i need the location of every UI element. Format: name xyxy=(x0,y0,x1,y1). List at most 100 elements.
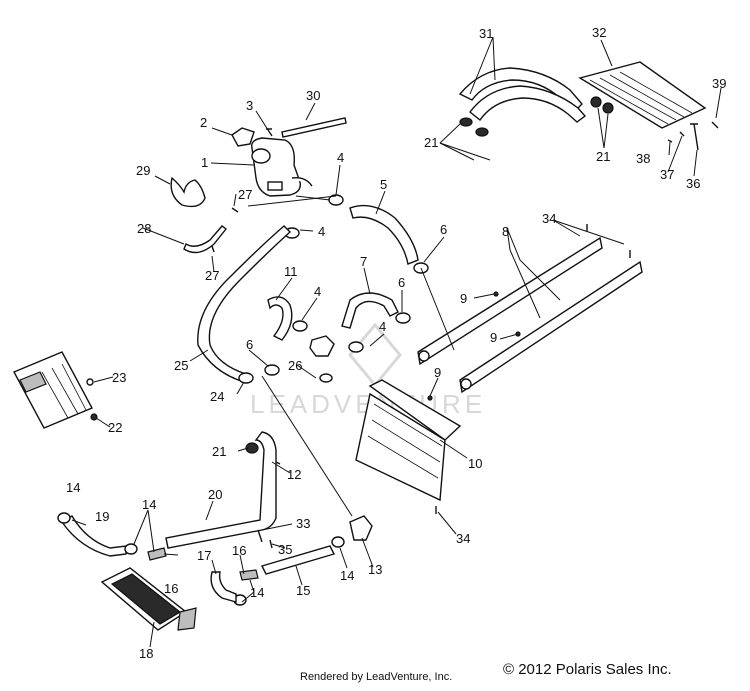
reservoir-bracket xyxy=(231,127,255,147)
callout-21: 21 xyxy=(212,444,226,459)
callout-13: 13 xyxy=(368,562,382,577)
callout-20: 20 xyxy=(208,487,222,502)
callout-14: 14 xyxy=(250,585,264,600)
nut xyxy=(667,139,673,143)
coolant-hose xyxy=(210,571,237,603)
fastener xyxy=(90,413,98,421)
callout-24: 24 xyxy=(210,389,224,404)
clip xyxy=(269,539,273,549)
hose-clamp xyxy=(57,512,71,524)
callout-28: 28 xyxy=(137,221,151,236)
callout-36: 36 xyxy=(686,176,700,191)
hose-clamp xyxy=(292,320,308,332)
callout-9: 9 xyxy=(460,291,467,306)
bolt xyxy=(690,123,699,151)
callout-14: 14 xyxy=(340,568,354,583)
screw xyxy=(266,128,273,137)
hose-clamp xyxy=(475,127,489,137)
callout-6: 6 xyxy=(246,337,253,352)
callout-29: 29 xyxy=(136,163,150,178)
fastener xyxy=(493,291,499,297)
callout-12: 12 xyxy=(287,467,301,482)
coolant-pipe xyxy=(165,431,277,549)
mount-hole xyxy=(460,378,472,390)
callout-16: 16 xyxy=(232,543,246,558)
upper-radiator-hose xyxy=(349,204,419,265)
callout-15: 15 xyxy=(296,583,310,598)
hose-clamp xyxy=(602,102,614,114)
callout-35: 35 xyxy=(278,542,292,557)
render-credit: Rendered by LeadVenture, Inc. xyxy=(300,671,453,683)
callout-17: 17 xyxy=(197,548,211,563)
fastener xyxy=(86,378,94,386)
callout-32: 32 xyxy=(592,25,606,40)
hose-clamp xyxy=(238,372,254,384)
coolant-hose xyxy=(341,292,399,329)
hose-clamp xyxy=(331,536,345,548)
support-rod xyxy=(281,117,347,138)
callout-21: 21 xyxy=(596,149,610,164)
callout-19: 19 xyxy=(95,509,109,524)
callout-39: 39 xyxy=(712,76,726,91)
callout-25: 25 xyxy=(174,358,188,373)
callout-30: 30 xyxy=(306,88,320,103)
callout-6: 6 xyxy=(398,275,405,290)
mount-hole xyxy=(418,350,430,362)
hose-fitting xyxy=(147,547,167,561)
callout-34: 34 xyxy=(542,211,556,226)
radiator-shroud xyxy=(417,236,603,366)
callout-9: 9 xyxy=(490,330,497,345)
callout-38: 38 xyxy=(636,151,650,166)
callout-5: 5 xyxy=(380,177,387,192)
clip xyxy=(257,529,263,543)
callout-4: 4 xyxy=(318,224,325,239)
coolant-hose xyxy=(60,515,127,557)
callout-23: 23 xyxy=(112,370,126,385)
hose-clamp xyxy=(395,312,411,324)
coolant-hose xyxy=(267,296,293,341)
callout-27: 27 xyxy=(238,187,252,202)
fitting xyxy=(211,207,239,253)
hose-clamp xyxy=(590,96,602,108)
radiator xyxy=(355,379,462,502)
callout-18: 18 xyxy=(139,646,153,661)
hose-clamp xyxy=(348,341,364,353)
callout-37: 37 xyxy=(660,167,674,182)
fastener xyxy=(427,395,433,401)
bolt xyxy=(435,224,631,514)
callout-27: 27 xyxy=(205,268,219,283)
callout-21: 21 xyxy=(424,135,438,150)
callout-14: 14 xyxy=(66,480,80,495)
callout-26: 26 xyxy=(288,358,302,373)
callout-33: 33 xyxy=(296,516,310,531)
callout-10: 10 xyxy=(468,456,482,471)
callout-4: 4 xyxy=(314,284,321,299)
air-duct xyxy=(469,85,587,123)
overflow-hose xyxy=(183,225,227,254)
oil-cooler xyxy=(578,61,707,129)
hose-clamp xyxy=(459,117,473,127)
hose-clamp xyxy=(264,364,280,376)
callout-8: 8 xyxy=(502,224,509,239)
callout-31: 31 xyxy=(479,26,493,41)
callout-14: 14 xyxy=(142,497,156,512)
callout-3: 3 xyxy=(246,98,253,113)
callout-2: 2 xyxy=(200,115,207,130)
callout-22: 22 xyxy=(108,420,122,435)
callout-16: 16 xyxy=(164,581,178,596)
callout-11: 11 xyxy=(284,264,298,279)
hose-clamp xyxy=(124,543,138,555)
fan-assembly xyxy=(13,351,93,429)
hose-fitting xyxy=(239,569,259,581)
copyright-notice: © 2012 Polaris Sales Inc. xyxy=(503,661,672,678)
thermostat-housing xyxy=(309,335,335,383)
callout-4: 4 xyxy=(379,319,386,334)
callout-34: 34 xyxy=(456,531,470,546)
coolant-pipe xyxy=(260,545,336,575)
callout-1: 1 xyxy=(201,155,208,170)
leader-lines xyxy=(71,36,722,648)
callout-6: 6 xyxy=(440,222,447,237)
thermostat-housing xyxy=(349,515,373,541)
callout-9: 9 xyxy=(434,365,441,380)
